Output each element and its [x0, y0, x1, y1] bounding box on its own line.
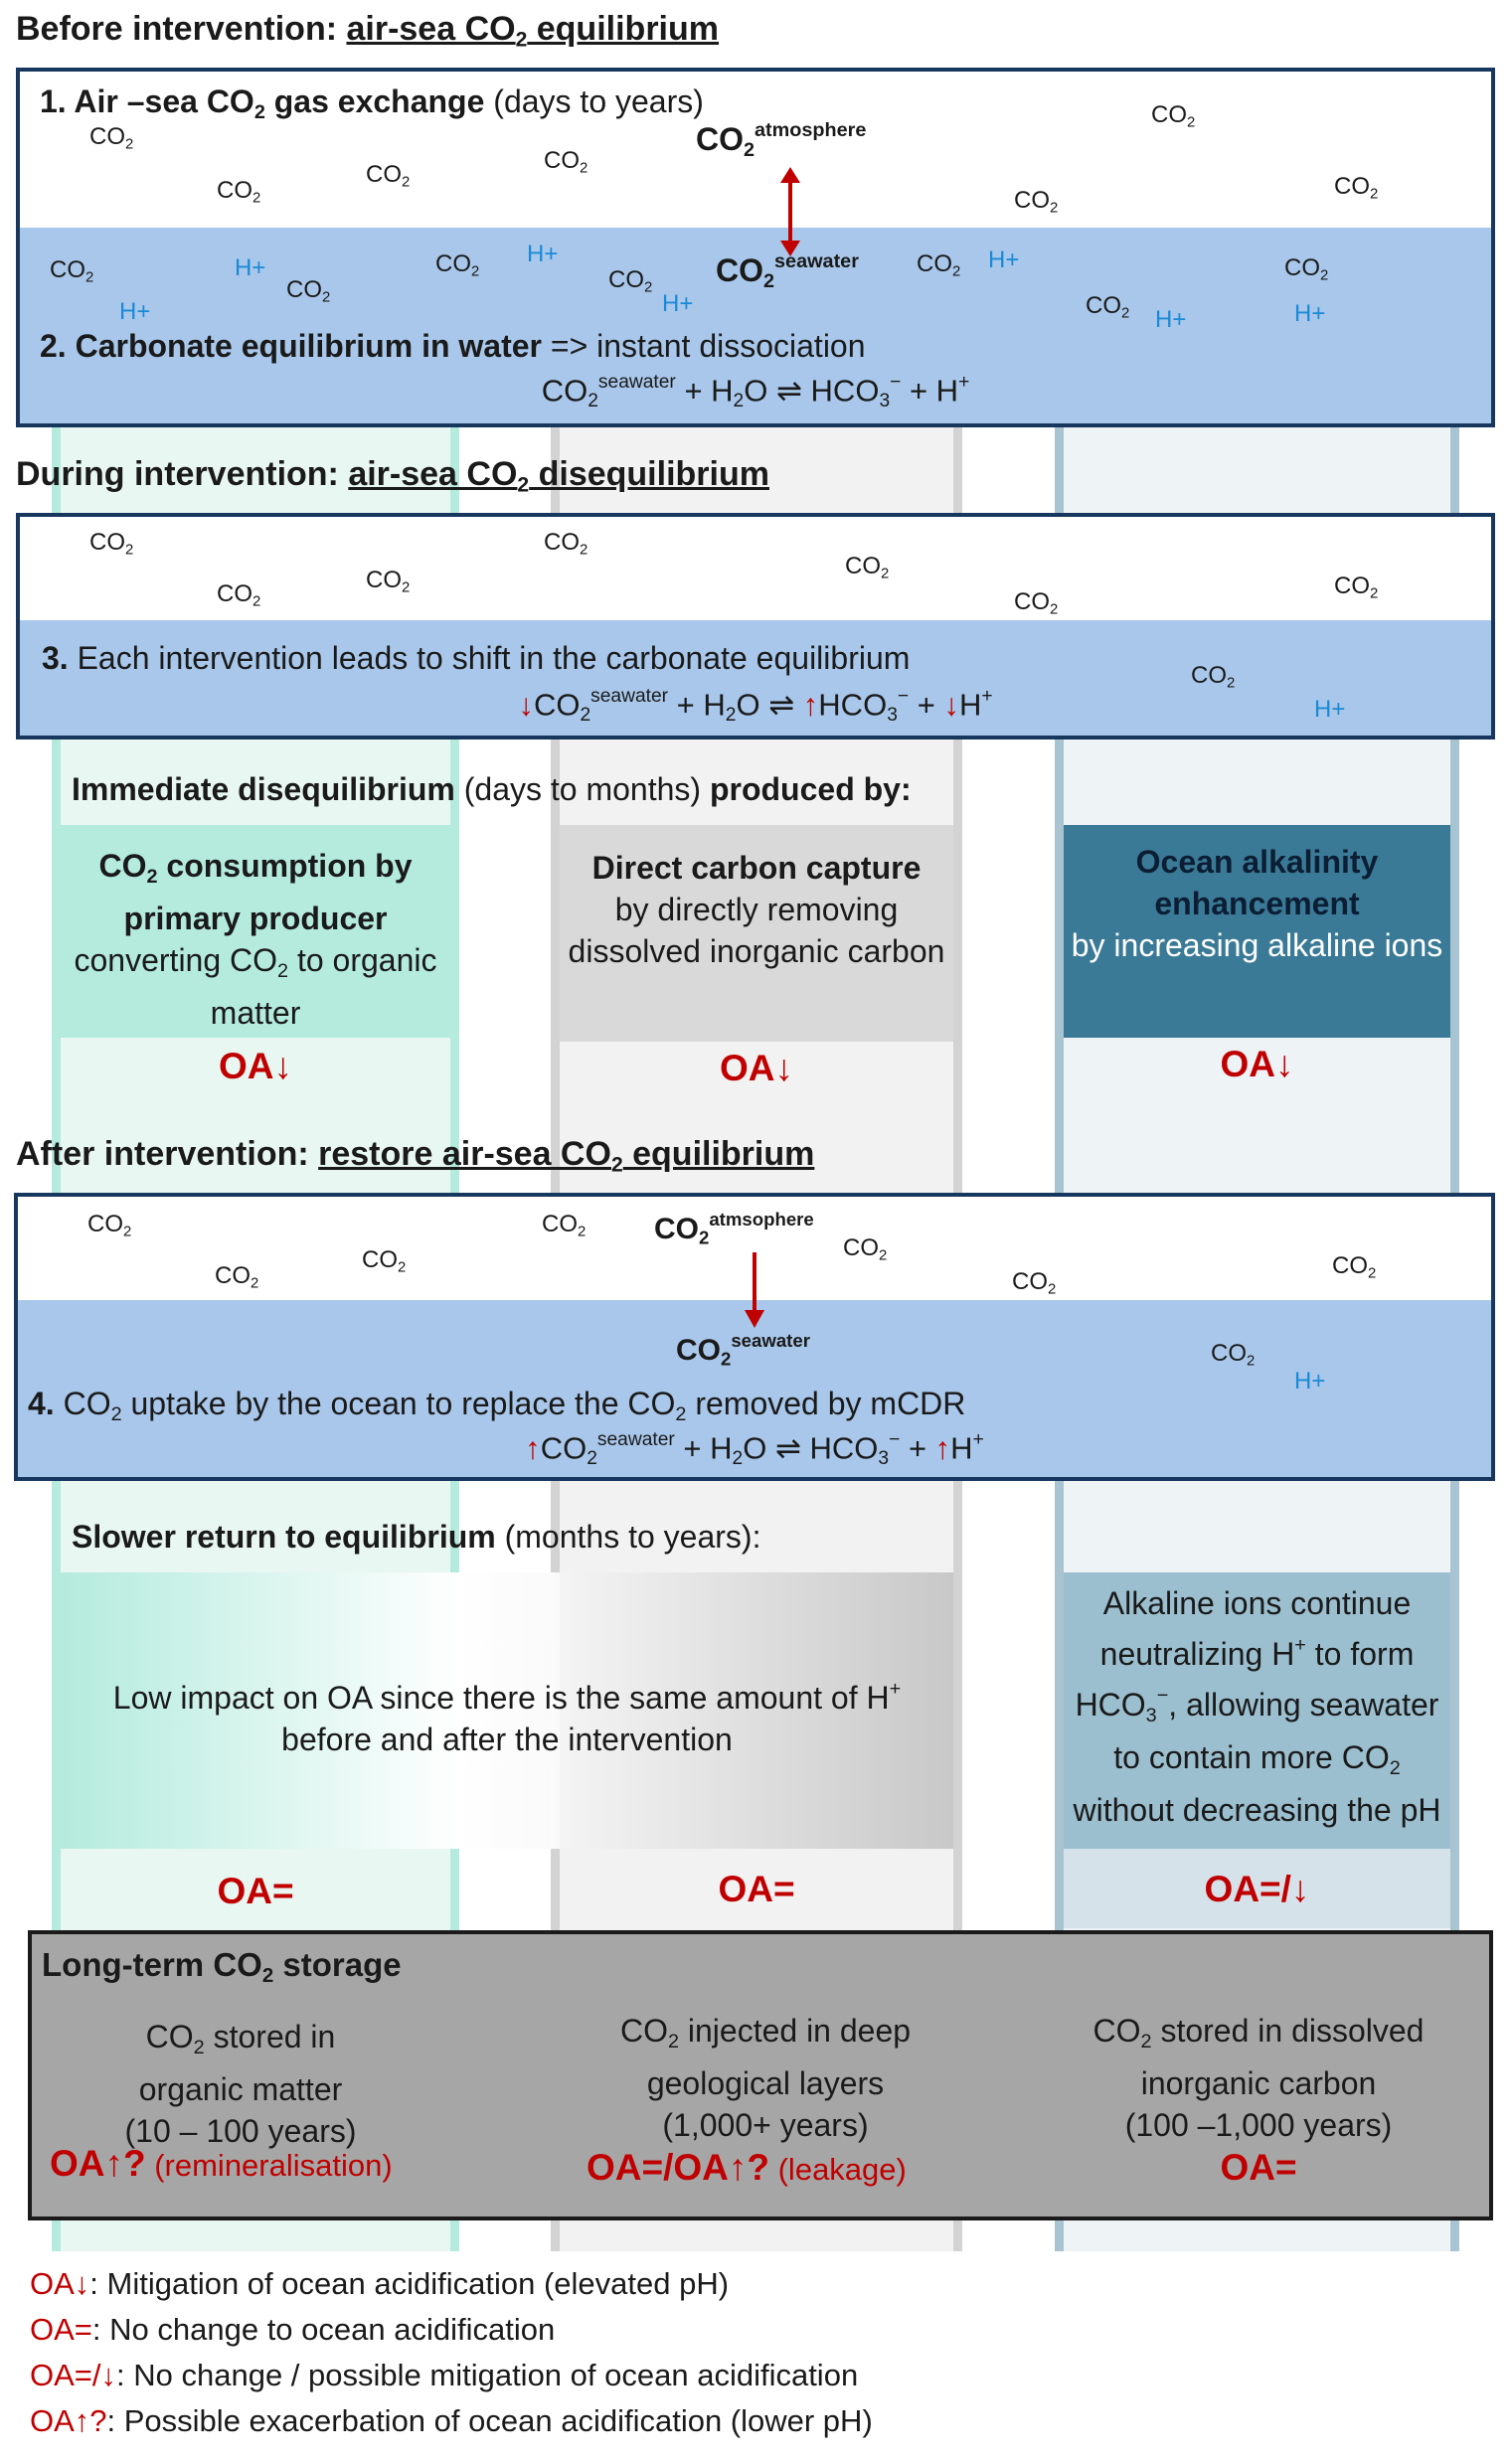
step2-title: 2. Carbonate equilibrium in water => ins…: [40, 328, 866, 364]
dic-storage-text: CO2 stored in dissolved inorganic carbon…: [1092, 2013, 1425, 2143]
co2-molecule: CO2: [1334, 573, 1379, 602]
step1-title: 1. Air –sea CO2 gas exchange (days to ye…: [40, 83, 704, 123]
co2-molecule: CO2: [544, 147, 588, 177]
alkalinity-box: Ocean alkalinity enhancement by increasi…: [1064, 825, 1450, 1038]
long-term-storage-panel: Long-term CO2 storage CO2 stored in orga…: [28, 1930, 1493, 2220]
co2-molecule: CO2: [542, 1211, 587, 1240]
equilibrium-equation: CO2seawater + H2O ⇌ HCO3− + H+: [541, 372, 970, 412]
co2-atmosphere-label: CO2atmsophere: [654, 1209, 814, 1248]
co2-molecule: CO2: [1014, 588, 1059, 618]
low-impact-text: Low impact on OA since there is the same…: [112, 1678, 902, 1757]
co2-molecule: CO2: [215, 1262, 259, 1292]
oa-label-gray-2: OA=: [718, 1869, 795, 1909]
co2-molecule: CO2: [544, 529, 588, 559]
organic-storage-text: CO2 stored in organic matter (10 – 100 y…: [124, 2019, 357, 2149]
slower-return-label: Slower return to equilibrium (months to …: [72, 1519, 761, 1555]
shift-equation: ↓CO2seawater + H2O ⇌ ↑HCO3− + ↓H+: [518, 686, 993, 727]
hydrogen-ion: H+: [1155, 306, 1187, 333]
hydrogen-ion: H+: [1294, 300, 1326, 327]
seawater-layer: [20, 228, 1491, 423]
co2-molecule: CO2: [608, 266, 653, 296]
co2-seawater-label: CO2seawater: [716, 250, 859, 292]
co2-molecule: CO2: [1151, 101, 1196, 131]
co2-molecule: CO2: [843, 1234, 888, 1264]
co2-molecule: CO2: [1191, 662, 1236, 692]
co2-molecule: CO2: [362, 1246, 407, 1276]
co2-molecule: CO2: [87, 1211, 132, 1240]
oa-label-organic: OA↑? (remineralisation): [50, 2143, 393, 2184]
co2-molecule: CO2: [845, 553, 890, 582]
heading-after: After intervention: restore air-sea CO2 …: [16, 1135, 815, 1177]
hydrogen-ion: H+: [235, 254, 266, 281]
co2-molecule: CO2: [435, 250, 480, 280]
seawater-layer: [20, 620, 1491, 736]
direct-capture-box: Direct carbon capture by directly removi…: [560, 825, 953, 1042]
co2-molecule: CO2: [1332, 1252, 1377, 1282]
panel-after: CO2atmsophere CO2seawater CO2 CO2 CO2 CO…: [14, 1193, 1495, 1481]
hydrogen-ion: H+: [662, 290, 694, 317]
co2-atmosphere-label: CO2atmosphere: [696, 119, 867, 161]
legend-item-exacerbation: OA↑?: Possible exacerbation of ocean aci…: [30, 2403, 873, 2438]
legend-item-no-change-possible-mitigation: OA=/↓: No change / possible mitigation o…: [30, 2358, 859, 2392]
co2-molecule: CO2: [217, 177, 261, 207]
co2-molecule: CO2: [1334, 173, 1379, 203]
oa-label-green-2: OA=: [217, 1871, 294, 1911]
oa-label-gray-1: OA↓: [720, 1048, 793, 1088]
seawater-layer: [18, 1300, 1491, 1477]
legend-item-no-change: OA=: No change to ocean acidification: [30, 2312, 556, 2347]
step3-title: 3. Each intervention leads to shift in t…: [42, 640, 911, 676]
oa-label-dic: OA=: [1220, 2147, 1297, 2188]
alkaline-ions-box: Alkaline ions continue neutralizing H+ t…: [1064, 1572, 1450, 1849]
co2-molecule: CO2: [89, 529, 134, 559]
exchange-arrow: [780, 167, 800, 256]
panel-during: CO2 CO2 CO2 CO2 CO2 CO2 CO2 CO2 H+ 3. Ea…: [16, 513, 1495, 739]
immediate-disequilibrium-label: Immediate disequilibrium (days to months…: [72, 771, 912, 807]
co2-molecule: CO2: [366, 567, 411, 596]
co2-molecule: CO2: [89, 123, 134, 153]
hydrogen-ion: H+: [527, 241, 559, 267]
heading-before: Before intervention: air-sea CO2 equilib…: [16, 10, 719, 52]
co2-molecule: CO2: [286, 276, 331, 306]
hydrogen-ion: H+: [1314, 696, 1346, 723]
step4-title: 4. CO2 uptake by the ocean to replace th…: [28, 1386, 966, 1425]
long-term-title: Long-term CO2 storage: [42, 1946, 402, 1988]
oa-label-green-1: OA↓: [219, 1046, 292, 1086]
oa-label-blue-1: OA↓: [1220, 1044, 1294, 1084]
co2-molecule: CO2: [366, 161, 411, 191]
co2-molecule: CO2: [1086, 292, 1130, 322]
hydrogen-ion: H+: [988, 246, 1020, 273]
co2-molecule: CO2: [217, 580, 261, 610]
co2-seawater-label: CO2seawater: [676, 1330, 810, 1370]
co2-molecule: CO2: [1012, 1268, 1057, 1298]
panel-before: 1. Air –sea CO2 gas exchange (days to ye…: [16, 68, 1495, 427]
uptake-arrow: [745, 1252, 764, 1328]
co2-molecule: CO2: [1014, 187, 1059, 217]
legend-item-mitigation: OA↓: Mitigation of ocean acidification (…: [30, 2266, 730, 2301]
co2-molecule: CO2: [1284, 254, 1329, 284]
geological-storage-text: CO2 injected in deep geological layers (…: [619, 2013, 912, 2143]
alkalinity-oa-band-2: [1064, 1849, 1450, 1928]
co2-molecule: CO2: [50, 256, 94, 286]
oa-label-blue-2: OA=/↓: [1204, 1869, 1310, 1909]
low-impact-divider: [450, 1572, 560, 1849]
co2-molecule: CO2: [1211, 1340, 1256, 1370]
oa-label-geological: OA=/OA↑? (leakage): [587, 2147, 907, 2188]
hydrogen-ion: H+: [1294, 1368, 1326, 1395]
uptake-equation: ↑CO2seawater + H2O ⇌ HCO3− + ↑H+: [525, 1429, 984, 1470]
co2-molecule: CO2: [917, 250, 961, 280]
heading-during: During intervention: air-sea CO2 disequi…: [16, 455, 769, 497]
primary-producer-box: CO2 consumption by primary producer conv…: [61, 825, 450, 1038]
hydrogen-ion: H+: [119, 298, 151, 325]
